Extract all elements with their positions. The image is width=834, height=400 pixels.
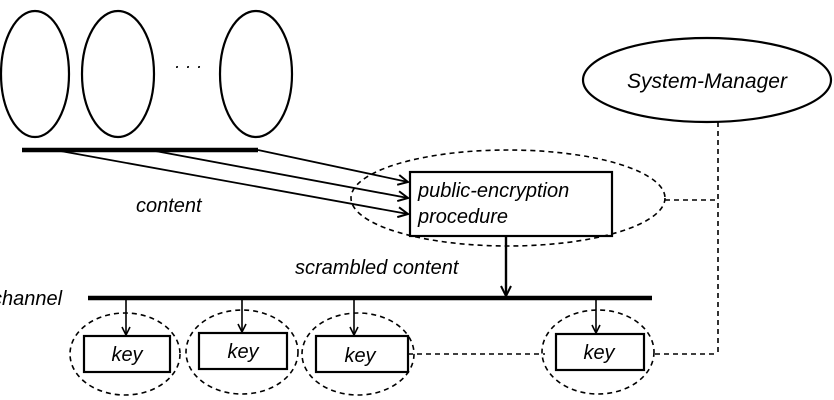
receiver-3: key [301, 298, 415, 396]
receiver-1-dashed-ellipse [69, 312, 181, 396]
system-manager-label: System-Manager [627, 70, 788, 93]
receiver-3-key-label: key [344, 345, 376, 367]
encryption-box-line1: public-encryption [417, 180, 569, 202]
content-label: content [136, 195, 203, 217]
receiver-3-key-box [314, 334, 410, 374]
receiver-2-dashed-ellipse [185, 309, 299, 395]
receiver-1: key [69, 298, 181, 396]
content-arrows [54, 149, 408, 214]
encryption-unit: public-encryption procedure [350, 149, 666, 247]
receiver-3-dashed-ellipse [301, 312, 415, 396]
receiver-4-key-box [554, 332, 646, 372]
source-ellipse-2 [80, 9, 156, 139]
content-arrow-1 [257, 149, 408, 182]
receiver-1-key-box [82, 334, 172, 374]
management-links [408, 122, 719, 355]
encryption-box [408, 170, 614, 238]
source-ellipse-3 [218, 9, 294, 139]
source-ellipse-1 [0, 9, 71, 139]
receiver-2-key-box [197, 331, 289, 371]
receiver-4-dashed-ellipse [541, 309, 655, 395]
receiver-1-key-label: key [111, 344, 143, 366]
receiver-4-key-label: key [583, 342, 615, 364]
receiver-2: key [185, 298, 299, 395]
system-manager-ellipse [581, 36, 833, 124]
source-ellipsis: · · · [174, 56, 202, 76]
receiver-4: key [541, 298, 655, 395]
encryption-box-line2: procedure [417, 206, 508, 228]
content-arrow-3 [54, 149, 408, 214]
system-manager-node: System-Manager [581, 36, 833, 124]
scrambled-content-label: scrambled content [295, 257, 460, 279]
receiver-2-key-label: key [227, 341, 259, 363]
channel-label: channel [0, 288, 63, 310]
source-group: · · · [0, 9, 294, 153]
encryption-dashed-ellipse [350, 149, 666, 247]
content-arrow-2 [149, 149, 408, 198]
